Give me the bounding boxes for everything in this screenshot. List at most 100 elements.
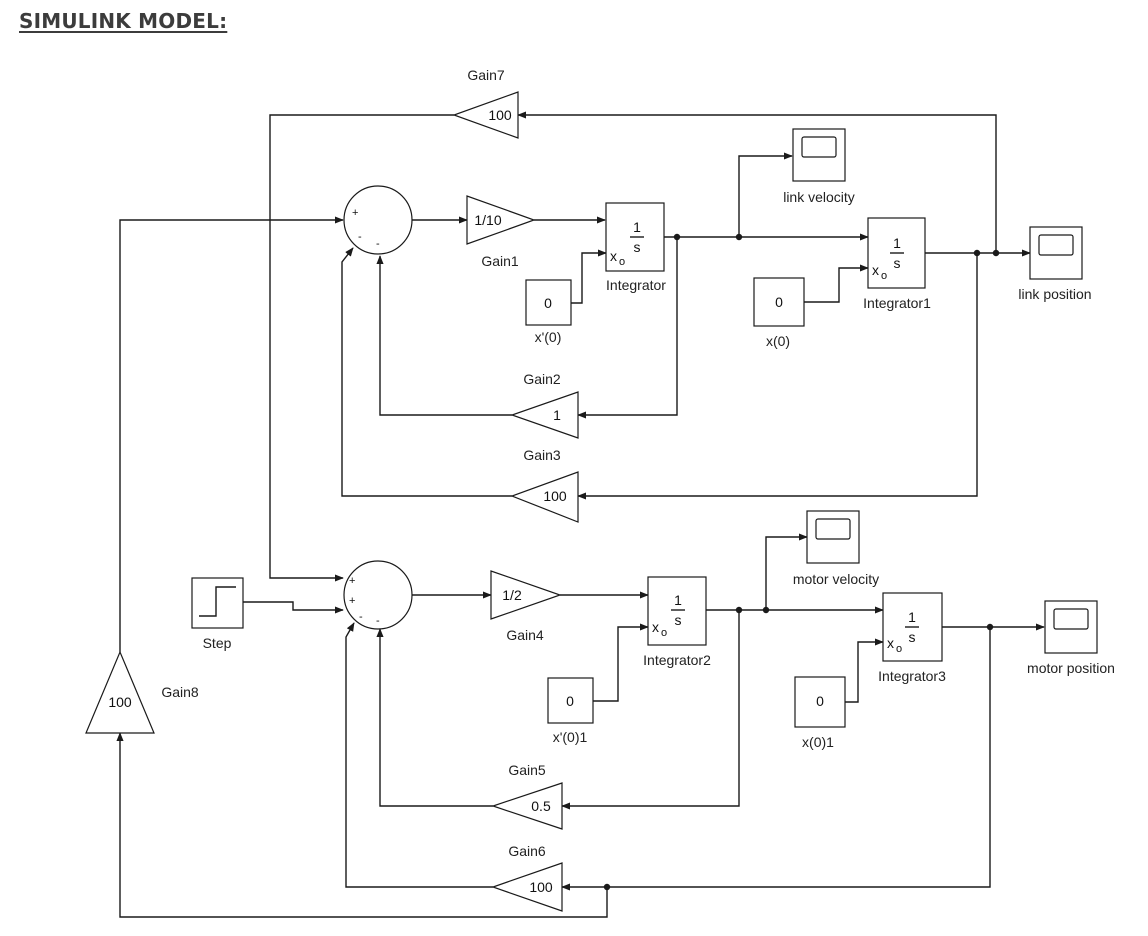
gain1-label: Gain1 (481, 253, 519, 269)
integrator2-label: Integrator2 (643, 652, 711, 668)
branch-dot (992, 249, 1000, 257)
integrator1-ic-symbol: x (872, 262, 879, 278)
integrator1-denominator: s (894, 255, 901, 271)
sum-bottom-sign: - (376, 615, 380, 627)
scope-link-velocity[interactable]: link velocity (783, 128, 855, 205)
wire-xd0 (571, 249, 607, 304)
wire-gain2-out (376, 255, 512, 416)
gain8-label: Gain8 (161, 684, 199, 700)
wire-gain3-out (341, 247, 512, 497)
scope-motor-position[interactable]: motor position (1027, 600, 1115, 676)
const-x01-block[interactable]: 0 x(0)1 (794, 676, 846, 750)
const-x0-label: x(0) (766, 333, 790, 349)
integrator3-denominator: s (909, 629, 916, 645)
integrator3-ic-subscript: o (896, 643, 902, 655)
gain2-label: Gain2 (523, 371, 561, 387)
wire-gain3-in (577, 253, 978, 500)
const-xd01-value: 0 (566, 693, 574, 709)
branch-dot (603, 883, 611, 891)
gain6-value: 100 (529, 879, 553, 895)
sum-top-block[interactable]: + - - (343, 185, 413, 255)
integrator2-numerator: 1 (674, 592, 682, 608)
const-xd01-label: x'(0)1 (553, 729, 588, 745)
integrator-ic-subscript: o (619, 256, 625, 268)
gain1-block[interactable]: 1/10 Gain1 (466, 195, 536, 269)
integrator2-ic-subscript: o (661, 627, 667, 639)
gain7-block[interactable]: 100 Gain7 (452, 67, 519, 139)
sum-bottom-block[interactable]: + + - - (343, 560, 413, 630)
const-x01-value: 0 (816, 693, 824, 709)
integrator1-block[interactable]: x o 1 s Integrator1 (863, 217, 931, 311)
sum-bottom-sign: + (349, 575, 355, 587)
step-block[interactable]: Step (191, 577, 244, 651)
gain3-value: 100 (543, 488, 567, 504)
wire-x0 (804, 264, 869, 303)
wire-gain2-in (577, 237, 678, 419)
integrator2-denominator: s (675, 612, 682, 628)
gain2-block[interactable]: 1 Gain2 (510, 371, 579, 439)
scope-link-velocity-label: link velocity (783, 189, 855, 205)
integrator3-block[interactable]: x o 1 s Integrator3 (878, 592, 946, 684)
const-x01-label: x(0)1 (802, 734, 834, 750)
gain4-block[interactable]: 1/2 Gain4 (490, 570, 562, 643)
const-xd01-block[interactable]: 0 x'(0)1 (547, 677, 594, 745)
page-title: SIMULINK MODEL: (19, 9, 228, 33)
branch-dot (762, 606, 770, 614)
wire-gain5-out (376, 628, 493, 807)
const-xd0-value: 0 (544, 295, 552, 311)
branch-dot (973, 249, 981, 257)
wire-gain6-in (561, 627, 991, 891)
wire-gain5-in (561, 610, 740, 810)
gain4-label: Gain4 (506, 627, 544, 643)
integrator3-numerator: 1 (908, 609, 916, 625)
integrator-label: Integrator (606, 277, 666, 293)
const-x0-value: 0 (775, 294, 783, 310)
const-x0-block[interactable]: 0 x(0) (753, 277, 805, 349)
sum-bottom-sign: - (359, 611, 363, 623)
wire-motorvel (765, 533, 808, 610)
gain1-value: 1/10 (474, 212, 501, 228)
integrator-numerator: 1 (633, 219, 641, 235)
scope-motor-velocity-label: motor velocity (793, 571, 879, 587)
gain5-block[interactable]: 0.5 Gain5 (491, 762, 563, 830)
step-label: Step (203, 635, 232, 651)
gain2-value: 1 (553, 407, 561, 423)
sum-bottom-sign: + (349, 595, 355, 607)
wire-gain7-out (269, 114, 454, 582)
gain5-value: 0.5 (531, 798, 551, 814)
gain8-block[interactable]: 100 Gain8 (85, 650, 199, 734)
wire-x01 (845, 638, 884, 703)
gain5-label: Gain5 (508, 762, 546, 778)
integrator1-label: Integrator1 (863, 295, 931, 311)
integrator-ic-symbol: x (610, 248, 617, 264)
integrator-block[interactable]: x o 1 s Integrator (605, 202, 666, 293)
branch-dot (673, 233, 681, 241)
sum-top-sign: + (352, 207, 358, 219)
gain7-label: Gain7 (467, 67, 505, 83)
gain6-block[interactable]: 100 Gain6 (491, 843, 563, 912)
wire-xd01 (593, 623, 649, 702)
integrator-denominator: s (634, 239, 641, 255)
integrator3-ic-symbol: x (887, 635, 894, 651)
integrator3-label: Integrator3 (878, 668, 946, 684)
scope-link-position-label: link position (1018, 286, 1091, 302)
const-xd0-block[interactable]: 0 x'(0) (525, 279, 572, 345)
branch-dot (735, 233, 743, 241)
wire-gain8-in (116, 732, 608, 918)
integrator2-ic-symbol: x (652, 619, 659, 635)
gain7-value: 100 (488, 107, 512, 123)
scope-link-position[interactable]: link position (1018, 226, 1092, 302)
wire-linkvel (738, 152, 793, 237)
wire-gain7-in (517, 111, 997, 253)
integrator1-ic-subscript: o (881, 270, 887, 282)
wire-gain8-out (119, 216, 344, 652)
gain3-block[interactable]: 100 Gain3 (510, 447, 579, 523)
signal-lines (116, 111, 1045, 918)
scope-motor-velocity[interactable]: motor velocity (793, 510, 879, 587)
branch-dot (735, 606, 743, 614)
integrator2-block[interactable]: x o 1 s Integrator2 (643, 576, 711, 668)
gain6-label: Gain6 (508, 843, 546, 859)
wire-gain6-out (345, 622, 493, 888)
integrator1-numerator: 1 (893, 235, 901, 251)
